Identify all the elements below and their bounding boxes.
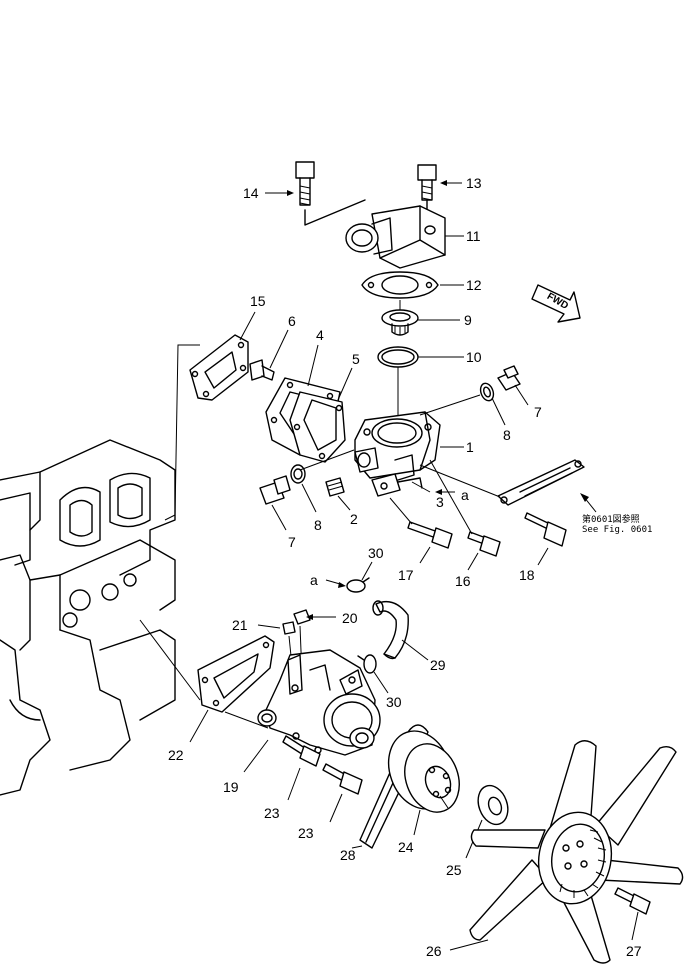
washer-8-right (479, 382, 495, 402)
part-label-23: 23 (298, 825, 314, 841)
part-label-15: 15 (250, 293, 266, 309)
part-label-5: 5 (352, 351, 360, 367)
plug-21 (282, 621, 296, 635)
gasket-22 (197, 635, 275, 713)
part-label-19: 19 (223, 779, 239, 795)
ref-mark-a: a (461, 487, 469, 503)
part-label-30: 30 (386, 694, 402, 710)
plug-7-left (259, 475, 291, 505)
part-label-30: 30 (368, 545, 384, 561)
part-label-18: 18 (519, 567, 535, 583)
plug-20 (293, 609, 311, 625)
bolt-23-left (282, 735, 321, 767)
part-label-21: 21 (232, 617, 248, 633)
ref-mark-a: a (310, 572, 318, 588)
part-label-28: 28 (340, 847, 356, 863)
washer-8-left (290, 464, 306, 484)
water-outlet-11 (345, 205, 446, 269)
part-label-6: 6 (288, 313, 296, 329)
gasket-12 (361, 271, 439, 299)
part-label-16: 16 (455, 573, 471, 589)
fwd-direction-arrow: FWD (531, 284, 581, 323)
part-label-24: 24 (398, 839, 414, 855)
part-label-12: 12 (466, 277, 482, 293)
bolt-17 (407, 521, 453, 549)
part-label-3: 3 (436, 494, 444, 510)
part-label-23: 23 (264, 805, 280, 821)
adjusting-bracket-18 (497, 459, 585, 506)
part-label-14: 14 (243, 185, 259, 201)
clamp-30-upper (346, 577, 370, 593)
part-label-2: 2 (350, 511, 358, 527)
part-label-11: 11 (466, 228, 481, 244)
cover-5 (289, 391, 346, 463)
leader-block-to-thermostat-housing (139, 619, 201, 701)
part-label-1: 1 (466, 439, 474, 455)
part-label-4: 4 (316, 327, 324, 343)
bolt-27 (614, 887, 651, 915)
part-label-9: 9 (464, 312, 472, 328)
leader-block-to-gasket-15 (174, 344, 200, 516)
engine-block (0, 439, 176, 796)
pulley-24 (387, 730, 460, 813)
part-label-27: 27 (626, 943, 642, 959)
o-ring-10 (377, 346, 419, 368)
bolt-23-right (322, 763, 363, 795)
gasket-15 (189, 334, 249, 401)
bolt-6 (249, 359, 275, 381)
clamp-30-lower (357, 654, 377, 674)
part-label-26: 26 (426, 943, 442, 959)
bolt-18 (524, 512, 567, 547)
plug-7-right (497, 365, 521, 391)
bracket-3 (397, 477, 423, 489)
part-label-8: 8 (314, 517, 322, 533)
part-label-25: 25 (446, 862, 462, 878)
part-label-8: 8 (503, 427, 511, 443)
hose-29 (372, 600, 409, 660)
part-label-13: 13 (466, 175, 482, 191)
reference-note-jp: 第0601図参照 (582, 513, 640, 525)
thermostat-housing-1 (354, 411, 441, 497)
part-label-29: 29 (430, 657, 446, 673)
spacer-25 (477, 784, 509, 826)
fan-26 (469, 740, 684, 964)
part-label-22: 22 (168, 747, 184, 763)
nipple-2 (325, 477, 345, 497)
part-label-7: 7 (534, 404, 542, 420)
reference-note-en: See Fig. 0601 (582, 525, 652, 535)
water-pump-19 (257, 649, 381, 756)
part-label-20: 20 (342, 610, 358, 626)
part-label-7: 7 (288, 534, 296, 550)
part-label-10: 10 (466, 349, 482, 365)
part-label-17: 17 (398, 567, 414, 583)
bolt-14 (295, 161, 366, 226)
bolt-16 (467, 531, 501, 557)
thermostat-9 (381, 309, 419, 336)
